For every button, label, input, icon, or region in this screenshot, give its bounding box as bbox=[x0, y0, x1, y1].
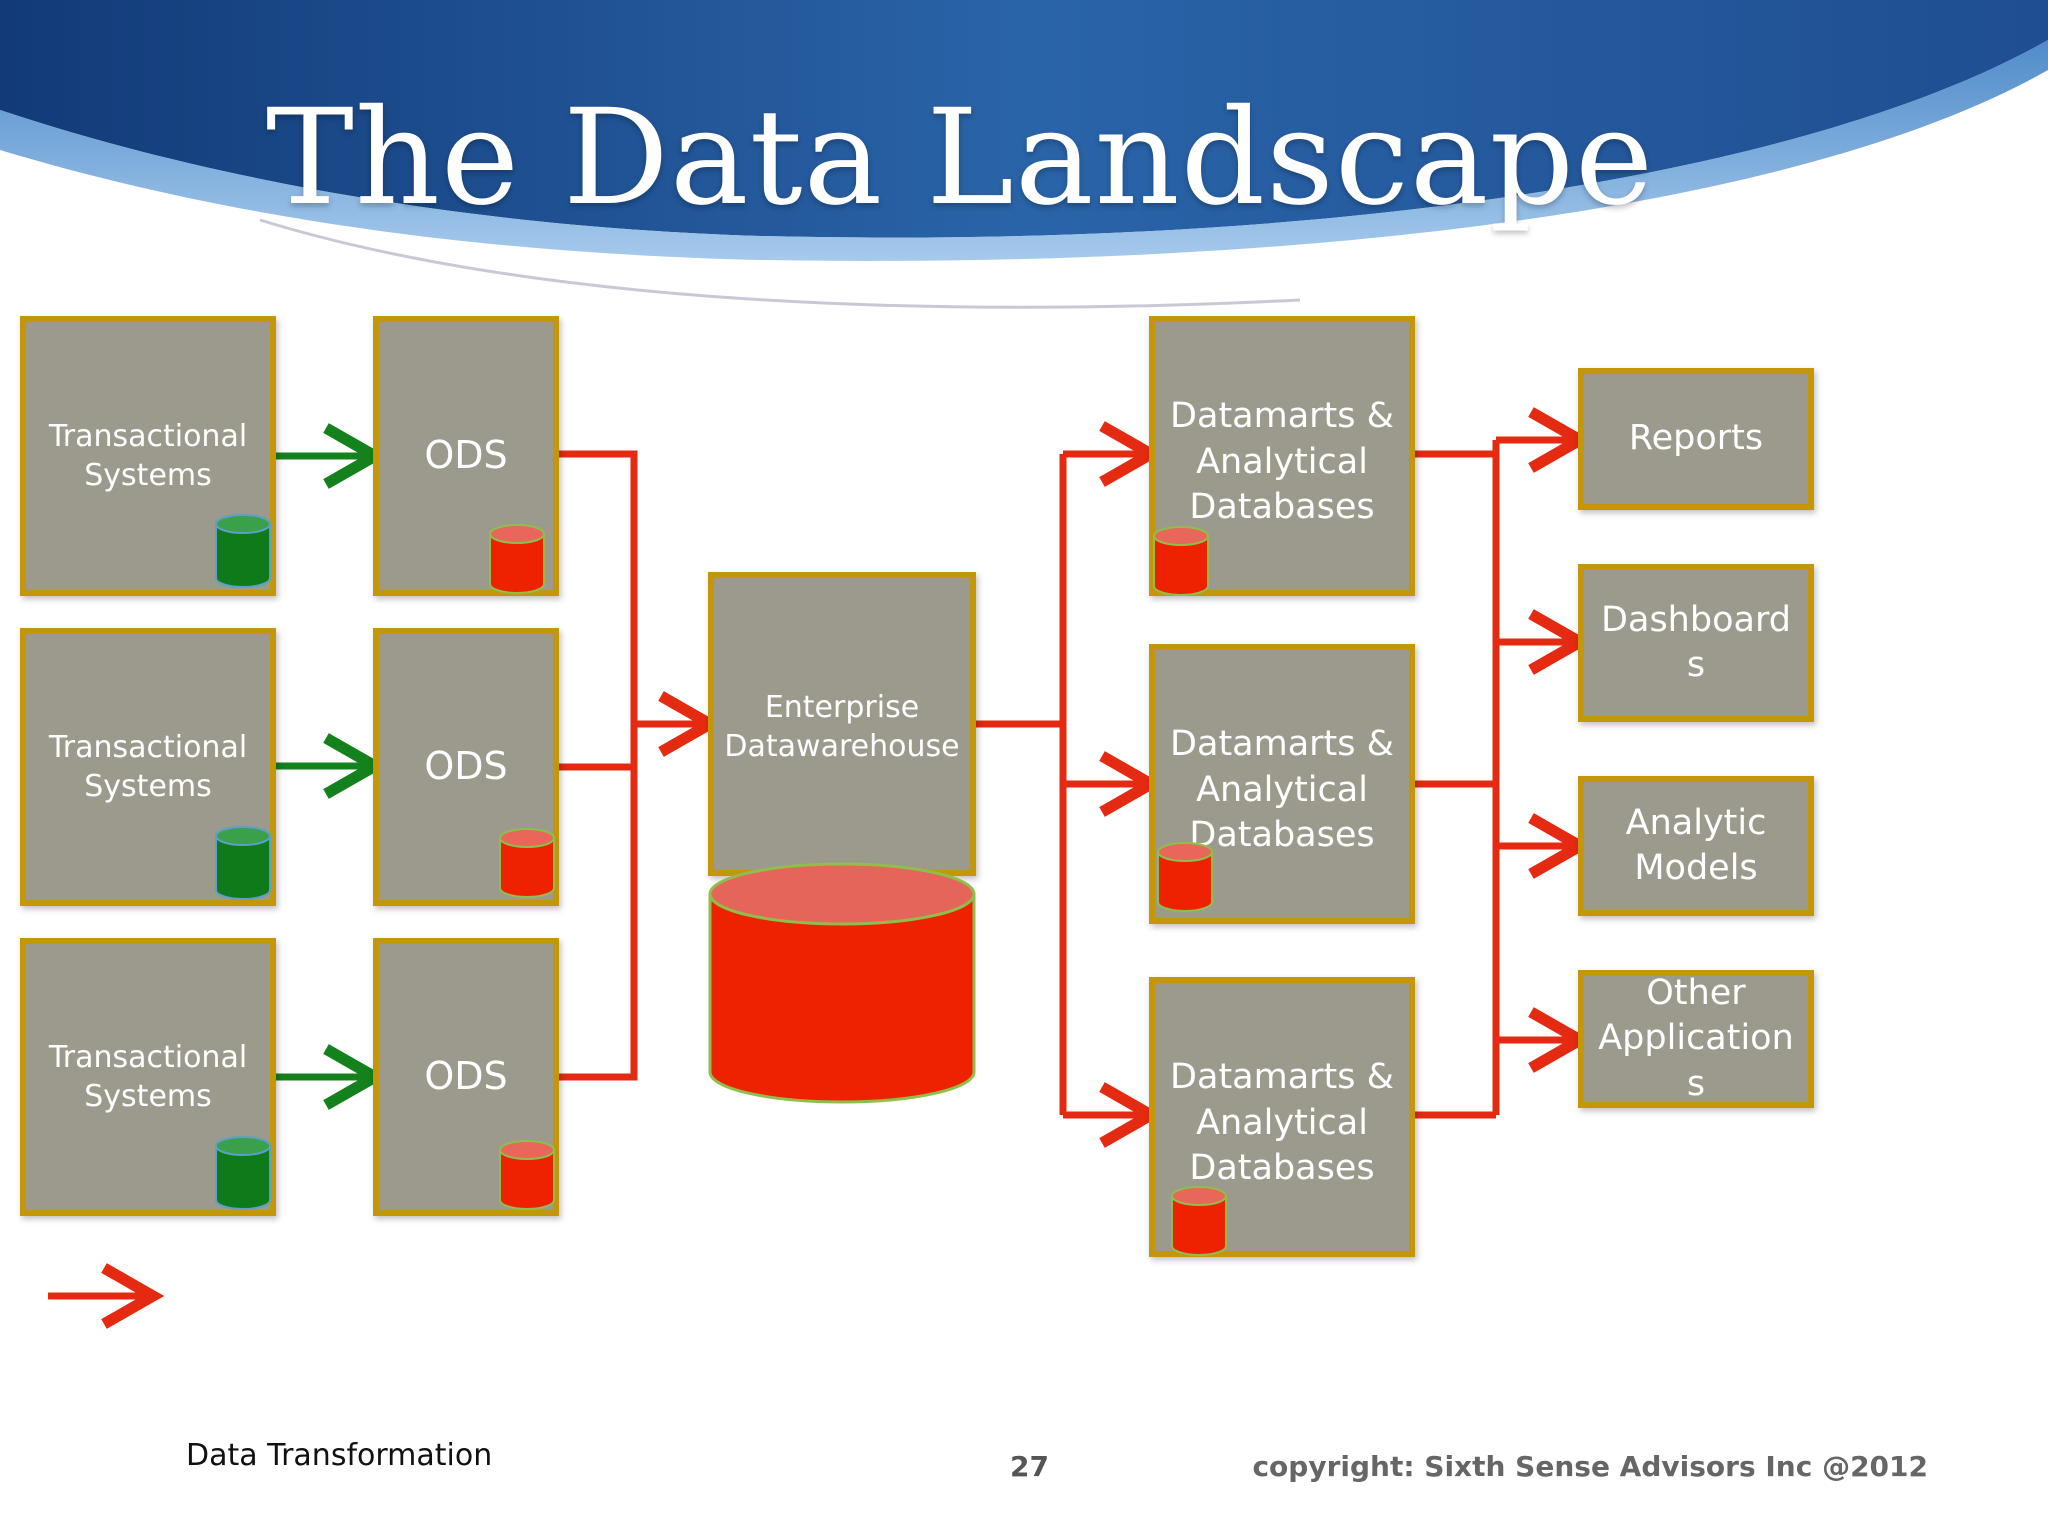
copyright-notice: copyright: Sixth Sense Advisors Inc @201… bbox=[1252, 1450, 1928, 1483]
output-label: Dashboard s bbox=[1601, 599, 1791, 686]
datamart-label: Datamarts & Analytical Databases bbox=[1170, 396, 1394, 527]
output-label: Analytic Models bbox=[1625, 802, 1767, 889]
transactional-system-label: Transactional Systems bbox=[48, 419, 248, 493]
output-box-reports: Reports bbox=[1578, 368, 1814, 510]
database-red-icon bbox=[499, 828, 555, 898]
output-label: Other Application s bbox=[1598, 972, 1794, 1104]
datamart-label: Datamarts & Analytical Databases bbox=[1170, 1057, 1394, 1188]
database-red-icon bbox=[499, 1140, 555, 1210]
footer-section-title: Data Transformation bbox=[186, 1438, 493, 1473]
transactional-system-box: Transactional Systems bbox=[20, 628, 276, 906]
enterprise-datawarehouse-label: Enterprise Datawarehouse bbox=[724, 690, 960, 764]
ods-label: ODS bbox=[424, 744, 508, 789]
transactional-system-label: Transactional Systems bbox=[48, 730, 248, 804]
transactional-system-label: Transactional Systems bbox=[48, 1040, 248, 1114]
database-green-icon bbox=[215, 514, 271, 588]
transactional-system-box: Transactional Systems bbox=[20, 316, 276, 596]
datamart-box: Datamarts & Analytical Databases bbox=[1149, 644, 1415, 924]
database-red-icon bbox=[1153, 526, 1209, 596]
output-box-other-applications: Other Application s bbox=[1578, 970, 1814, 1108]
output-box-dashboards: Dashboard s bbox=[1578, 564, 1814, 722]
enterprise-database-icon bbox=[708, 862, 976, 1104]
database-red-icon bbox=[1171, 1186, 1227, 1256]
page-number: 27 bbox=[1010, 1450, 1049, 1483]
slide-title: The Data Landscape bbox=[265, 81, 1655, 235]
output-box-analytic-models: Analytic Models bbox=[1578, 776, 1814, 916]
header-band bbox=[0, 0, 2048, 309]
database-red-icon bbox=[489, 524, 545, 594]
database-red-icon bbox=[1157, 842, 1213, 912]
enterprise-datawarehouse-box: Enterprise Datawarehouse bbox=[708, 572, 976, 876]
output-label: Reports bbox=[1628, 418, 1764, 459]
ods-label: ODS bbox=[424, 1054, 508, 1099]
connectors bbox=[48, 407, 1592, 1329]
database-green-icon bbox=[215, 826, 271, 900]
ods-label: ODS bbox=[424, 433, 508, 478]
database-green-icon bbox=[215, 1136, 271, 1210]
datamart-label: Datamarts & Analytical Databases bbox=[1170, 724, 1394, 855]
